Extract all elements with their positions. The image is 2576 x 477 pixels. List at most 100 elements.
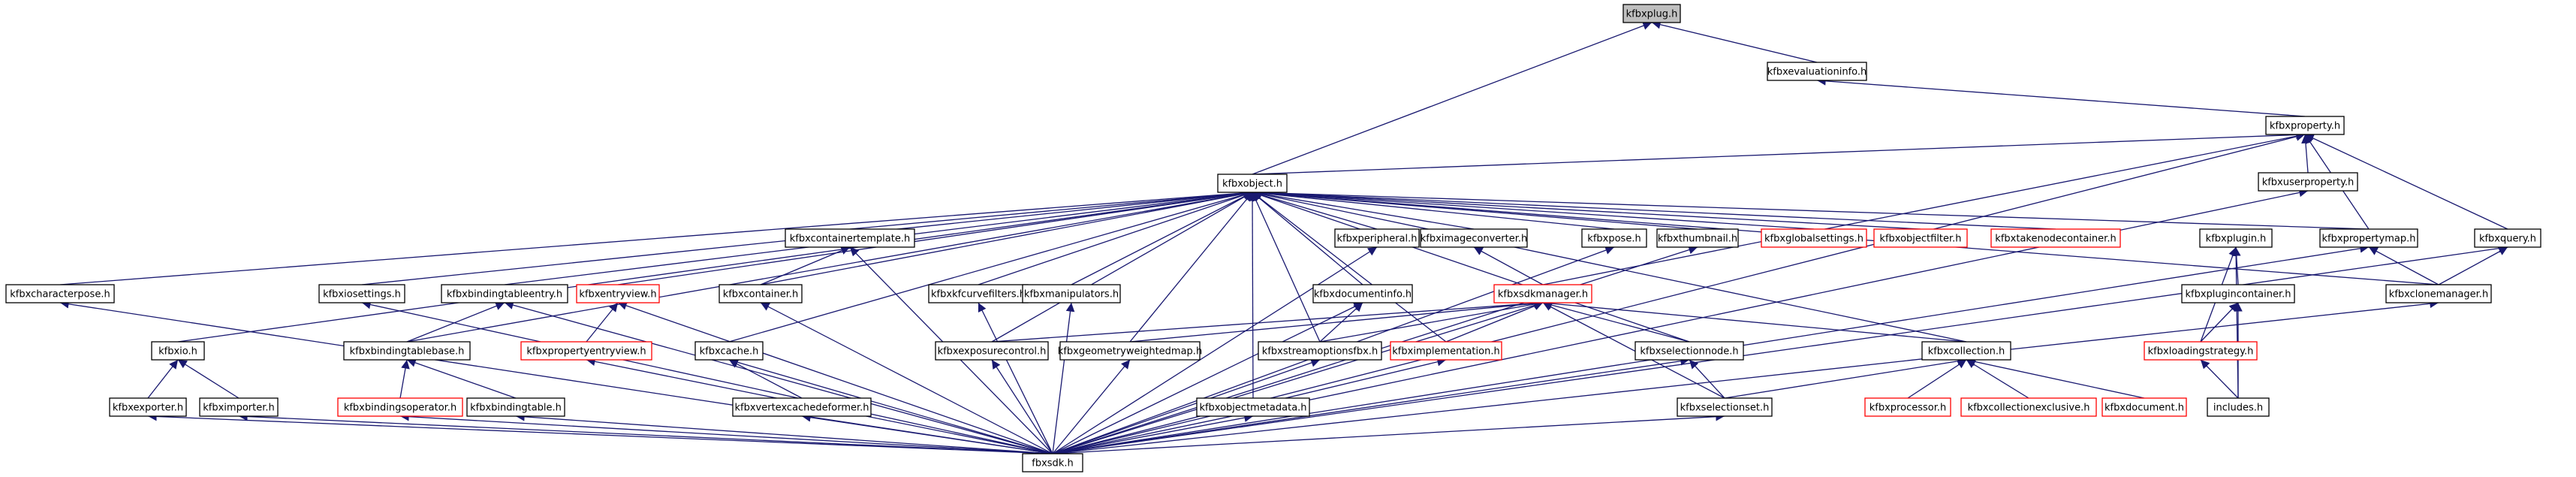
node-label: kfbxcharacterpose.h: [10, 289, 110, 300]
node-kfbxquery[interactable]: kfbxquery.h: [2474, 228, 2541, 248]
edge-fbxsdk-to-kfbxsdkmanager: [1052, 300, 1544, 454]
node-box: [935, 341, 1049, 361]
edge-kfbxcollection-to-kfbxsdkmanager: [1542, 299, 1967, 343]
node-kfbxpropertymap[interactable]: kfbxpropertymap.h: [2319, 228, 2418, 248]
node-kfbxstreamoptionsfbx[interactable]: kfbxstreamoptionsfbx.h: [1258, 341, 1382, 361]
edge-fbxsdk-to-kfbxexporter: [147, 412, 1053, 454]
node-kfbxpose[interactable]: kfbxpose.h: [1581, 228, 1647, 248]
node-kfbxevaluationinfo[interactable]: kfbxevaluationinfo.h: [1767, 62, 1867, 81]
node-label: kfbxcontainer.h: [723, 289, 799, 300]
node-kfbxgeometryweightedmap[interactable]: kfbxgeometryweightedmap.h: [1058, 341, 1202, 361]
node-kfbximplementation[interactable]: kfbximplementation.h: [1390, 341, 1502, 361]
node-box: [1634, 341, 1744, 361]
edge-kfbxobject-to-kfbxproperty: [1252, 130, 2306, 175]
edge-kfbxgeometryweightedmap-to-kfbxsdkmanager: [1129, 299, 1544, 343]
edge-kfbxobjectmetadata-to-kfbxobject: [1248, 192, 1257, 399]
node-label: kfbxbindingtableentry.h: [447, 289, 562, 300]
edge-kfbxclonemanager-to-kfbxquery: [2438, 246, 2508, 285]
node-includes[interactable]: includes.h: [2207, 397, 2270, 417]
node-kfbxsdkmanager[interactable]: kfbxsdkmanager.h: [1493, 284, 1592, 303]
node-label: kfbxplugincontainer.h: [2185, 289, 2291, 300]
node-box: [2319, 228, 2418, 248]
node-box: [2207, 397, 2270, 417]
node-box: [109, 397, 187, 417]
node-kfbximporter[interactable]: kfbximporter.h: [199, 397, 279, 417]
node-fbxsdk[interactable]: fbxsdk.h: [1022, 453, 1083, 472]
node-kfbxthumbnail[interactable]: kfbxthumbnail.h: [1656, 228, 1739, 248]
node-kfbxselectionnode[interactable]: kfbxselectionnode.h: [1634, 341, 1744, 361]
node-kfbxcache[interactable]: kfbxcache.h: [694, 341, 764, 361]
node-kfbxobject[interactable]: kfbxobject.h: [1217, 174, 1288, 193]
node-box: [1761, 228, 1867, 248]
node-kfbxperipheral[interactable]: kfbxperipheral.h: [1334, 228, 1420, 248]
edge-kfbxstreamoptionsfbx-to-kfbxdocumentinfo: [1319, 302, 1363, 343]
node-box: [1022, 284, 1121, 303]
node-kfbxcontainertemplate[interactable]: kfbxcontainertemplate.h: [785, 228, 915, 248]
node-label: kfbxcollection.h: [1928, 346, 2005, 358]
node-label: kfbximplementation.h: [1392, 346, 1499, 358]
node-kfbxbindingtable[interactable]: kfbxbindingtable.h: [466, 397, 565, 417]
node-kfbxobjectmetadata[interactable]: kfbxobjectmetadata.h: [1196, 397, 1310, 417]
node-box: [1390, 341, 1502, 361]
node-box: [1767, 62, 1867, 81]
node-kfbxbindingsoperator[interactable]: kfbxbindingsoperator.h: [337, 397, 463, 417]
node-kfbxdocument[interactable]: kfbxdocument.h: [2101, 397, 2187, 417]
node-kfbxglobalsettings[interactable]: kfbxglobalsettings.h: [1761, 228, 1867, 248]
node-box: [576, 284, 660, 303]
edge-kfbxcollectionexclusive-to-kfbxcollection: [1966, 359, 2029, 399]
node-kfbxbindingtableentry[interactable]: kfbxbindingtableentry.h: [441, 284, 568, 303]
node-kfbxplugin[interactable]: kfbxplugin.h: [2199, 228, 2273, 248]
node-kfbxexporter[interactable]: kfbxexporter.h: [109, 397, 187, 417]
node-kfbxprocessor[interactable]: kfbxprocessor.h: [1864, 397, 1951, 417]
node-label: kfbxexporter.h: [113, 403, 183, 414]
node-kfbxobjectfilter[interactable]: kfbxobjectfilter.h: [1873, 228, 1968, 248]
edge-fbxsdk-to-kfbxselectionnode: [1052, 356, 1690, 454]
node-kfbxpropertyentryview[interactable]: kfbxpropertyentryview.h: [520, 341, 652, 361]
node-kfbxloadingstrategy[interactable]: kfbxloadingstrategy.h: [2144, 341, 2258, 361]
edge-kfbxio-to-kfbxobject: [177, 189, 1253, 343]
node-kfbxcontainer[interactable]: kfbxcontainer.h: [719, 284, 803, 303]
node-box: [2199, 228, 2273, 248]
node-label: kfbxplug.h: [1626, 9, 1678, 20]
node-kfbxdocumentinfo[interactable]: kfbxdocumentinfo.h: [1312, 284, 1413, 303]
node-box: [466, 397, 565, 417]
node-kfbxtakenodecontainer[interactable]: kfbxtakenodecontainer.h: [1990, 228, 2121, 248]
edge-kfbxpropertymap-to-kfbxobject: [1252, 188, 2370, 230]
edge-kfbxglobalsettings-to-kfbxobject: [1252, 188, 1815, 230]
node-label: kfbximporter.h: [203, 403, 275, 414]
edge-kfbxsdkmanager-to-kfbxproperty: [1542, 131, 2306, 285]
node-box: [2144, 341, 2258, 361]
node-kfbxproperty[interactable]: kfbxproperty.h: [2265, 116, 2345, 135]
node-kfbxentryview[interactable]: kfbxentryview.h: [576, 284, 660, 303]
node-kfbxbindingtablebase[interactable]: kfbxbindingtablebase.h: [343, 341, 471, 361]
node-kfbxio[interactable]: kfbxio.h: [151, 341, 205, 361]
node-box: [1921, 341, 2011, 361]
edge-kfbxbindingsoperator-to-kfbxbindingtablebase: [399, 359, 410, 399]
node-kfbxiosettings[interactable]: kfbxiosettings.h: [318, 284, 405, 303]
node-kfbximageconverter[interactable]: kfbximageconverter.h: [1420, 228, 1528, 248]
node-label: kfbxobjectmetadata.h: [1199, 403, 1306, 414]
node-kfbxplugincontainer[interactable]: kfbxplugincontainer.h: [2181, 284, 2295, 303]
node-kfbxclonemanager[interactable]: kfbxclonemanager.h: [2385, 284, 2492, 303]
node-kfbxselectionset[interactable]: kfbxselectionset.h: [1677, 397, 1773, 417]
edge-kfbxvertexcachedeformer-to-kfbxcache: [728, 359, 803, 399]
node-kfbxcharacterpose[interactable]: kfbxcharacterpose.h: [5, 284, 115, 303]
node-kfbxuserproperty[interactable]: kfbxuserproperty.h: [2258, 172, 2358, 192]
node-kfbxcollectionexclusive[interactable]: kfbxcollectionexclusive.h: [1960, 397, 2097, 417]
node-box: [732, 397, 872, 417]
node-label: kfbxplugin.h: [2206, 234, 2267, 245]
edge-fbxsdk-to-kfbxentryview: [617, 301, 1053, 454]
node-kfbxexposurecontrol[interactable]: kfbxexposurecontrol.h: [935, 341, 1049, 361]
node-kfbxkfcurvefilters[interactable]: kfbxkfcurvefilters.h: [928, 284, 1029, 303]
node-label: kfbxbindingtable.h: [470, 403, 562, 414]
node-box: [694, 341, 764, 361]
node-kfbxmanipulators[interactable]: kfbxmanipulators.h: [1022, 284, 1121, 303]
node-box: [1196, 397, 1310, 417]
node-label: kfbxexposurecontrol.h: [938, 346, 1047, 358]
node-kfbxcollection[interactable]: kfbxcollection.h: [1921, 341, 2011, 361]
edge-kfbxselectionnode-to-kfbxsdkmanager: [1542, 300, 1690, 343]
node-kfbxvertexcachedeformer[interactable]: kfbxvertexcachedeformer.h: [732, 397, 872, 417]
node-label: kfbximageconverter.h: [1421, 234, 1528, 245]
edge-fbxsdk-to-kfbxiosettings: [361, 300, 1053, 454]
